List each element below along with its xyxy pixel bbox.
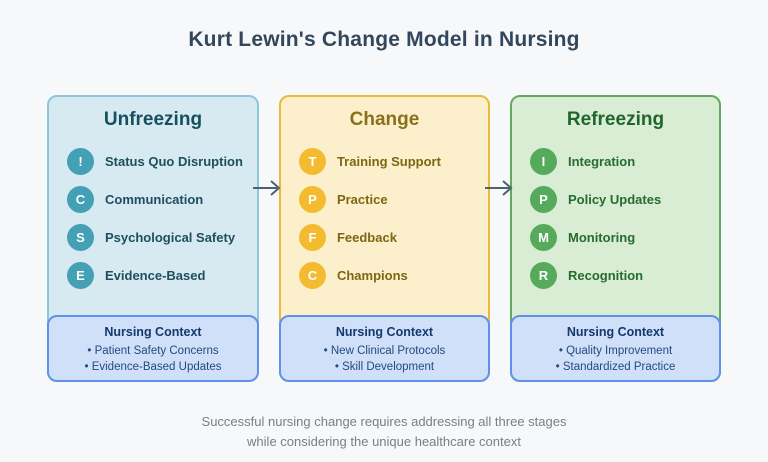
stage-item: P Practice: [298, 186, 474, 213]
arrow-right-icon: [485, 180, 513, 196]
letter-badge-icon: C: [298, 262, 326, 289]
stage-card-unfreezing: Unfreezing ! Status Quo Disruption C Com…: [47, 95, 259, 382]
item-label: Policy Updates: [567, 192, 662, 207]
stage-item-list: ! Status Quo Disruption C Communication …: [67, 148, 243, 289]
nursing-context-title: Nursing Context: [104, 325, 202, 339]
item-label: Champions: [336, 268, 408, 283]
page-title: Kurt Lewin's Change Model in Nursing: [188, 28, 580, 51]
stage-item-list: I Integration P Policy Updates M Monitor…: [529, 148, 705, 289]
item-label: Integration: [567, 154, 636, 169]
nursing-context-bullet: Evidence-Based Updates: [49, 359, 257, 375]
stage-item: S Psychological Safety: [67, 224, 243, 251]
letter-badge-icon: R: [529, 262, 557, 289]
nursing-context-box: Nursing Context Patient Safety Concerns …: [47, 315, 259, 382]
letter-badge-icon: P: [529, 186, 557, 213]
nursing-context-box: Nursing Context Quality Improvement Stan…: [509, 315, 722, 382]
letter-badge-icon: C: [67, 186, 94, 213]
item-label: Psychological Safety: [105, 230, 236, 245]
nursing-context-bullet: Patient Safety Concerns: [49, 343, 257, 359]
letter-badge-icon: I: [529, 148, 557, 175]
stage-title-refreezing: Refreezing: [566, 109, 665, 130]
letter-badge-icon: T: [298, 148, 326, 175]
nursing-context-title: Nursing Context: [566, 325, 665, 339]
nursing-context-bullet: Standardized Practice: [512, 359, 719, 375]
stage-item: I Integration: [529, 148, 705, 175]
letter-badge-icon: S: [67, 224, 94, 251]
nursing-context-bullet: Skill Development: [281, 359, 488, 375]
stage-item: P Policy Updates: [529, 186, 705, 213]
stage-item: C Champions: [298, 262, 474, 289]
stage-item: T Training Support: [298, 148, 474, 175]
stage-item: F Feedback: [298, 224, 474, 251]
item-label: Monitoring: [567, 230, 636, 245]
letter-badge-icon: E: [67, 262, 94, 289]
stage-item-list: T Training Support P Practice F Feedback…: [298, 148, 474, 289]
caption-text: Successful nursing change requires addre…: [0, 412, 768, 452]
exclamation-badge-icon: !: [67, 148, 94, 175]
item-label: Communication: [105, 192, 204, 207]
item-label: Status Quo Disruption: [105, 154, 243, 169]
stage-item: R Recognition: [529, 262, 705, 289]
caption-line-1: Successful nursing change requires addre…: [201, 414, 567, 429]
letter-badge-icon: F: [298, 224, 326, 251]
letter-badge-icon: M: [529, 224, 557, 251]
arrow-right-icon: [253, 180, 281, 196]
item-label: Training Support: [336, 154, 441, 169]
item-label: Practice: [336, 192, 388, 207]
nursing-context-bullet: New Clinical Protocols: [281, 343, 488, 359]
nursing-context-bullet: Quality Improvement: [512, 343, 719, 359]
stage-item: E Evidence-Based: [67, 262, 243, 289]
stage-item: C Communication: [67, 186, 243, 213]
stage-card-refreezing: Refreezing I Integration P Policy Update…: [509, 95, 722, 382]
stage-item: M Monitoring: [529, 224, 705, 251]
caption-line-2: while considering the unique healthcare …: [247, 434, 521, 449]
nursing-context-title: Nursing Context: [335, 325, 434, 339]
stage-title-change: Change: [349, 109, 420, 130]
stage-item: ! Status Quo Disruption: [67, 148, 243, 175]
letter-badge-icon: P: [298, 186, 326, 213]
item-label: Evidence-Based: [105, 268, 206, 283]
stage-columns: Unfreezing ! Status Quo Disruption C Com…: [47, 95, 722, 382]
item-label: Feedback: [336, 230, 397, 245]
item-label: Recognition: [567, 268, 644, 283]
stage-card-change: Change T Training Support P Practice F F…: [278, 95, 490, 382]
nursing-context-box: Nursing Context New Clinical Protocols S…: [278, 315, 490, 382]
stage-title-unfreezing: Unfreezing: [103, 109, 203, 130]
